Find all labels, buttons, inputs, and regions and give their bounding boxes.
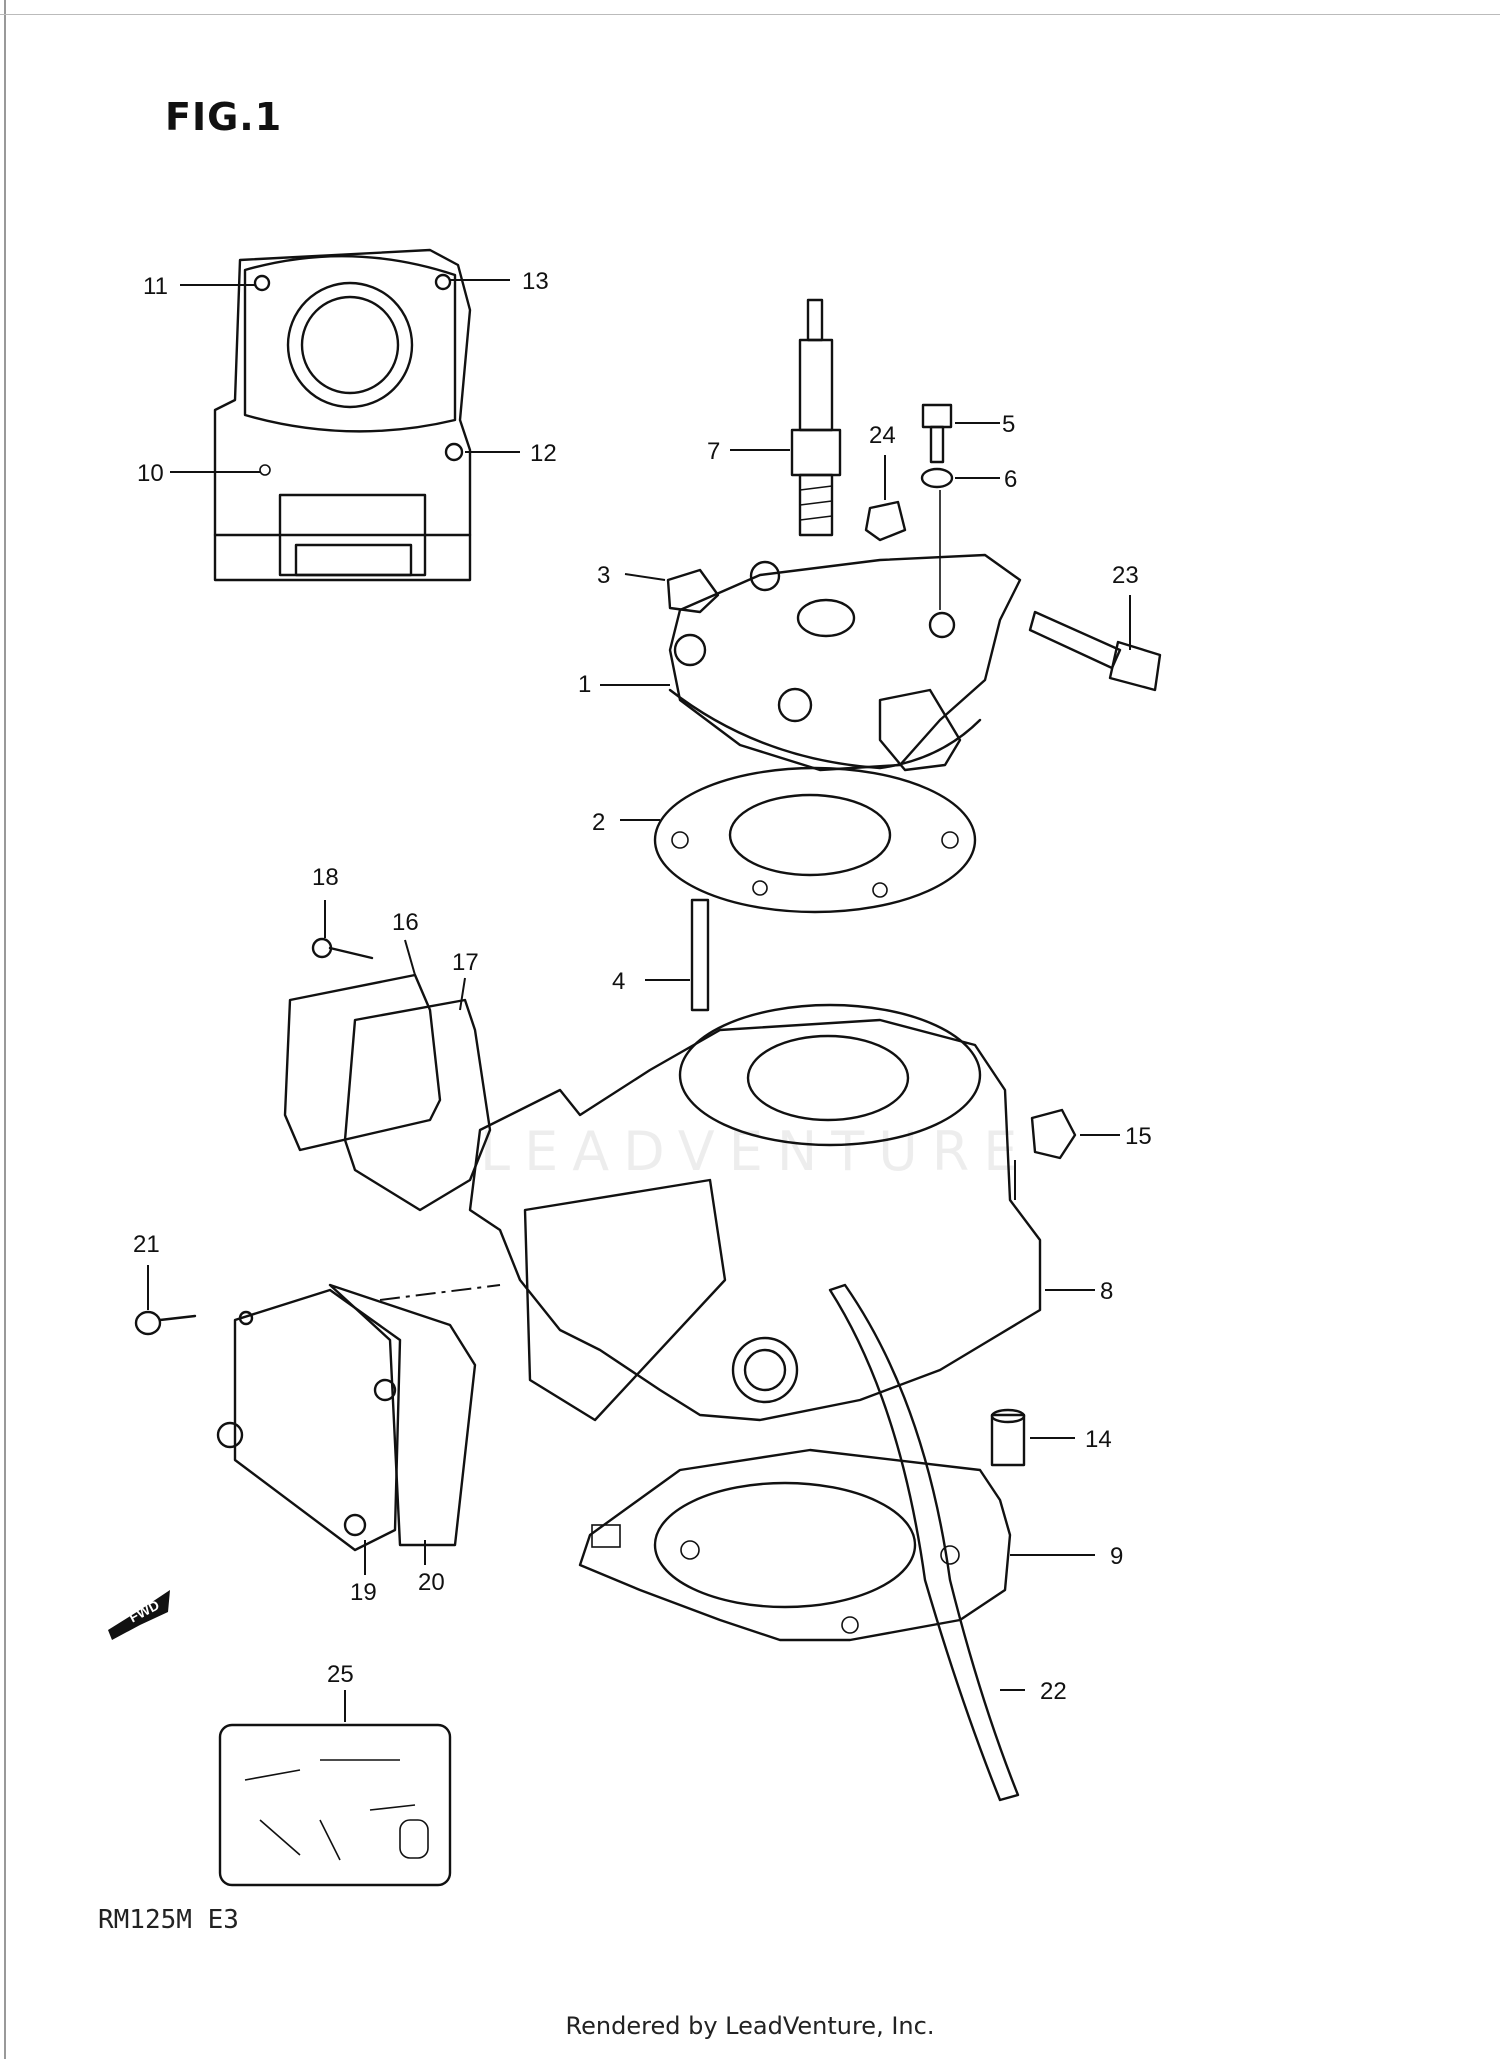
model-code: RM125M E3: [98, 1905, 239, 1935]
forward-arrow-icon: FWD: [108, 1590, 170, 1640]
cylinder-head: [668, 553, 1022, 772]
render-credit: Rendered by LeadVenture, Inc.: [565, 2012, 935, 2040]
callout-3: 3: [597, 562, 610, 589]
callout-11: 11: [143, 273, 168, 300]
callout-9: 9: [1110, 1543, 1123, 1570]
head-fasteners: [666, 403, 954, 614]
watermark: LEADVENTURE: [480, 1120, 1032, 1183]
reed-cover: [134, 1283, 477, 1552]
callout-20: 20: [418, 1569, 445, 1596]
cylinder-body: [468, 1003, 1042, 1802]
bolt-23: [1028, 610, 1162, 692]
callout-labels: 1 2 3 4 5 6 7 8 9 10 11 12 13 14 15 16 1…: [133, 268, 1152, 1705]
bolt-18: [311, 937, 374, 960]
reed-gaskets-upper: [283, 973, 492, 1212]
callout-5: 5: [1002, 411, 1015, 438]
callout-1: 1: [578, 671, 591, 698]
callout-8: 8: [1100, 1278, 1113, 1305]
figure-title: FIG.1: [165, 95, 283, 139]
page-left-border: [4, 0, 6, 2059]
callout-22: 22: [1040, 1678, 1067, 1705]
callout-10: 10: [137, 460, 164, 487]
base-gasket: [578, 1448, 1012, 1642]
callout-6: 6: [1004, 466, 1017, 493]
stud-bolt: [690, 898, 710, 1012]
page-top-border: [0, 14, 1500, 15]
head-gasket: [653, 766, 977, 914]
callout-15: 15: [1125, 1123, 1152, 1150]
callout-19: 19: [350, 1579, 377, 1606]
callout-17: 17: [452, 949, 479, 976]
leader-lines: [147, 279, 1131, 1722]
callout-18: 18: [312, 864, 339, 891]
caution-label: [218, 1723, 452, 1887]
callout-14: 14: [1085, 1426, 1112, 1453]
callout-2: 2: [592, 809, 605, 836]
callout-23: 23: [1112, 562, 1139, 589]
callout-21: 21: [133, 1231, 160, 1258]
callout-13: 13: [522, 268, 549, 295]
cylinder-top-view: [213, 248, 472, 582]
callout-25: 25: [327, 1661, 354, 1688]
callout-7: 7: [707, 438, 720, 465]
callout-24: 24: [869, 422, 896, 449]
callout-4: 4: [612, 968, 625, 995]
nut-and-bushing: [990, 1108, 1077, 1467]
spark-plug: [790, 298, 842, 537]
callout-16: 16: [392, 909, 419, 936]
callout-12: 12: [530, 440, 557, 467]
